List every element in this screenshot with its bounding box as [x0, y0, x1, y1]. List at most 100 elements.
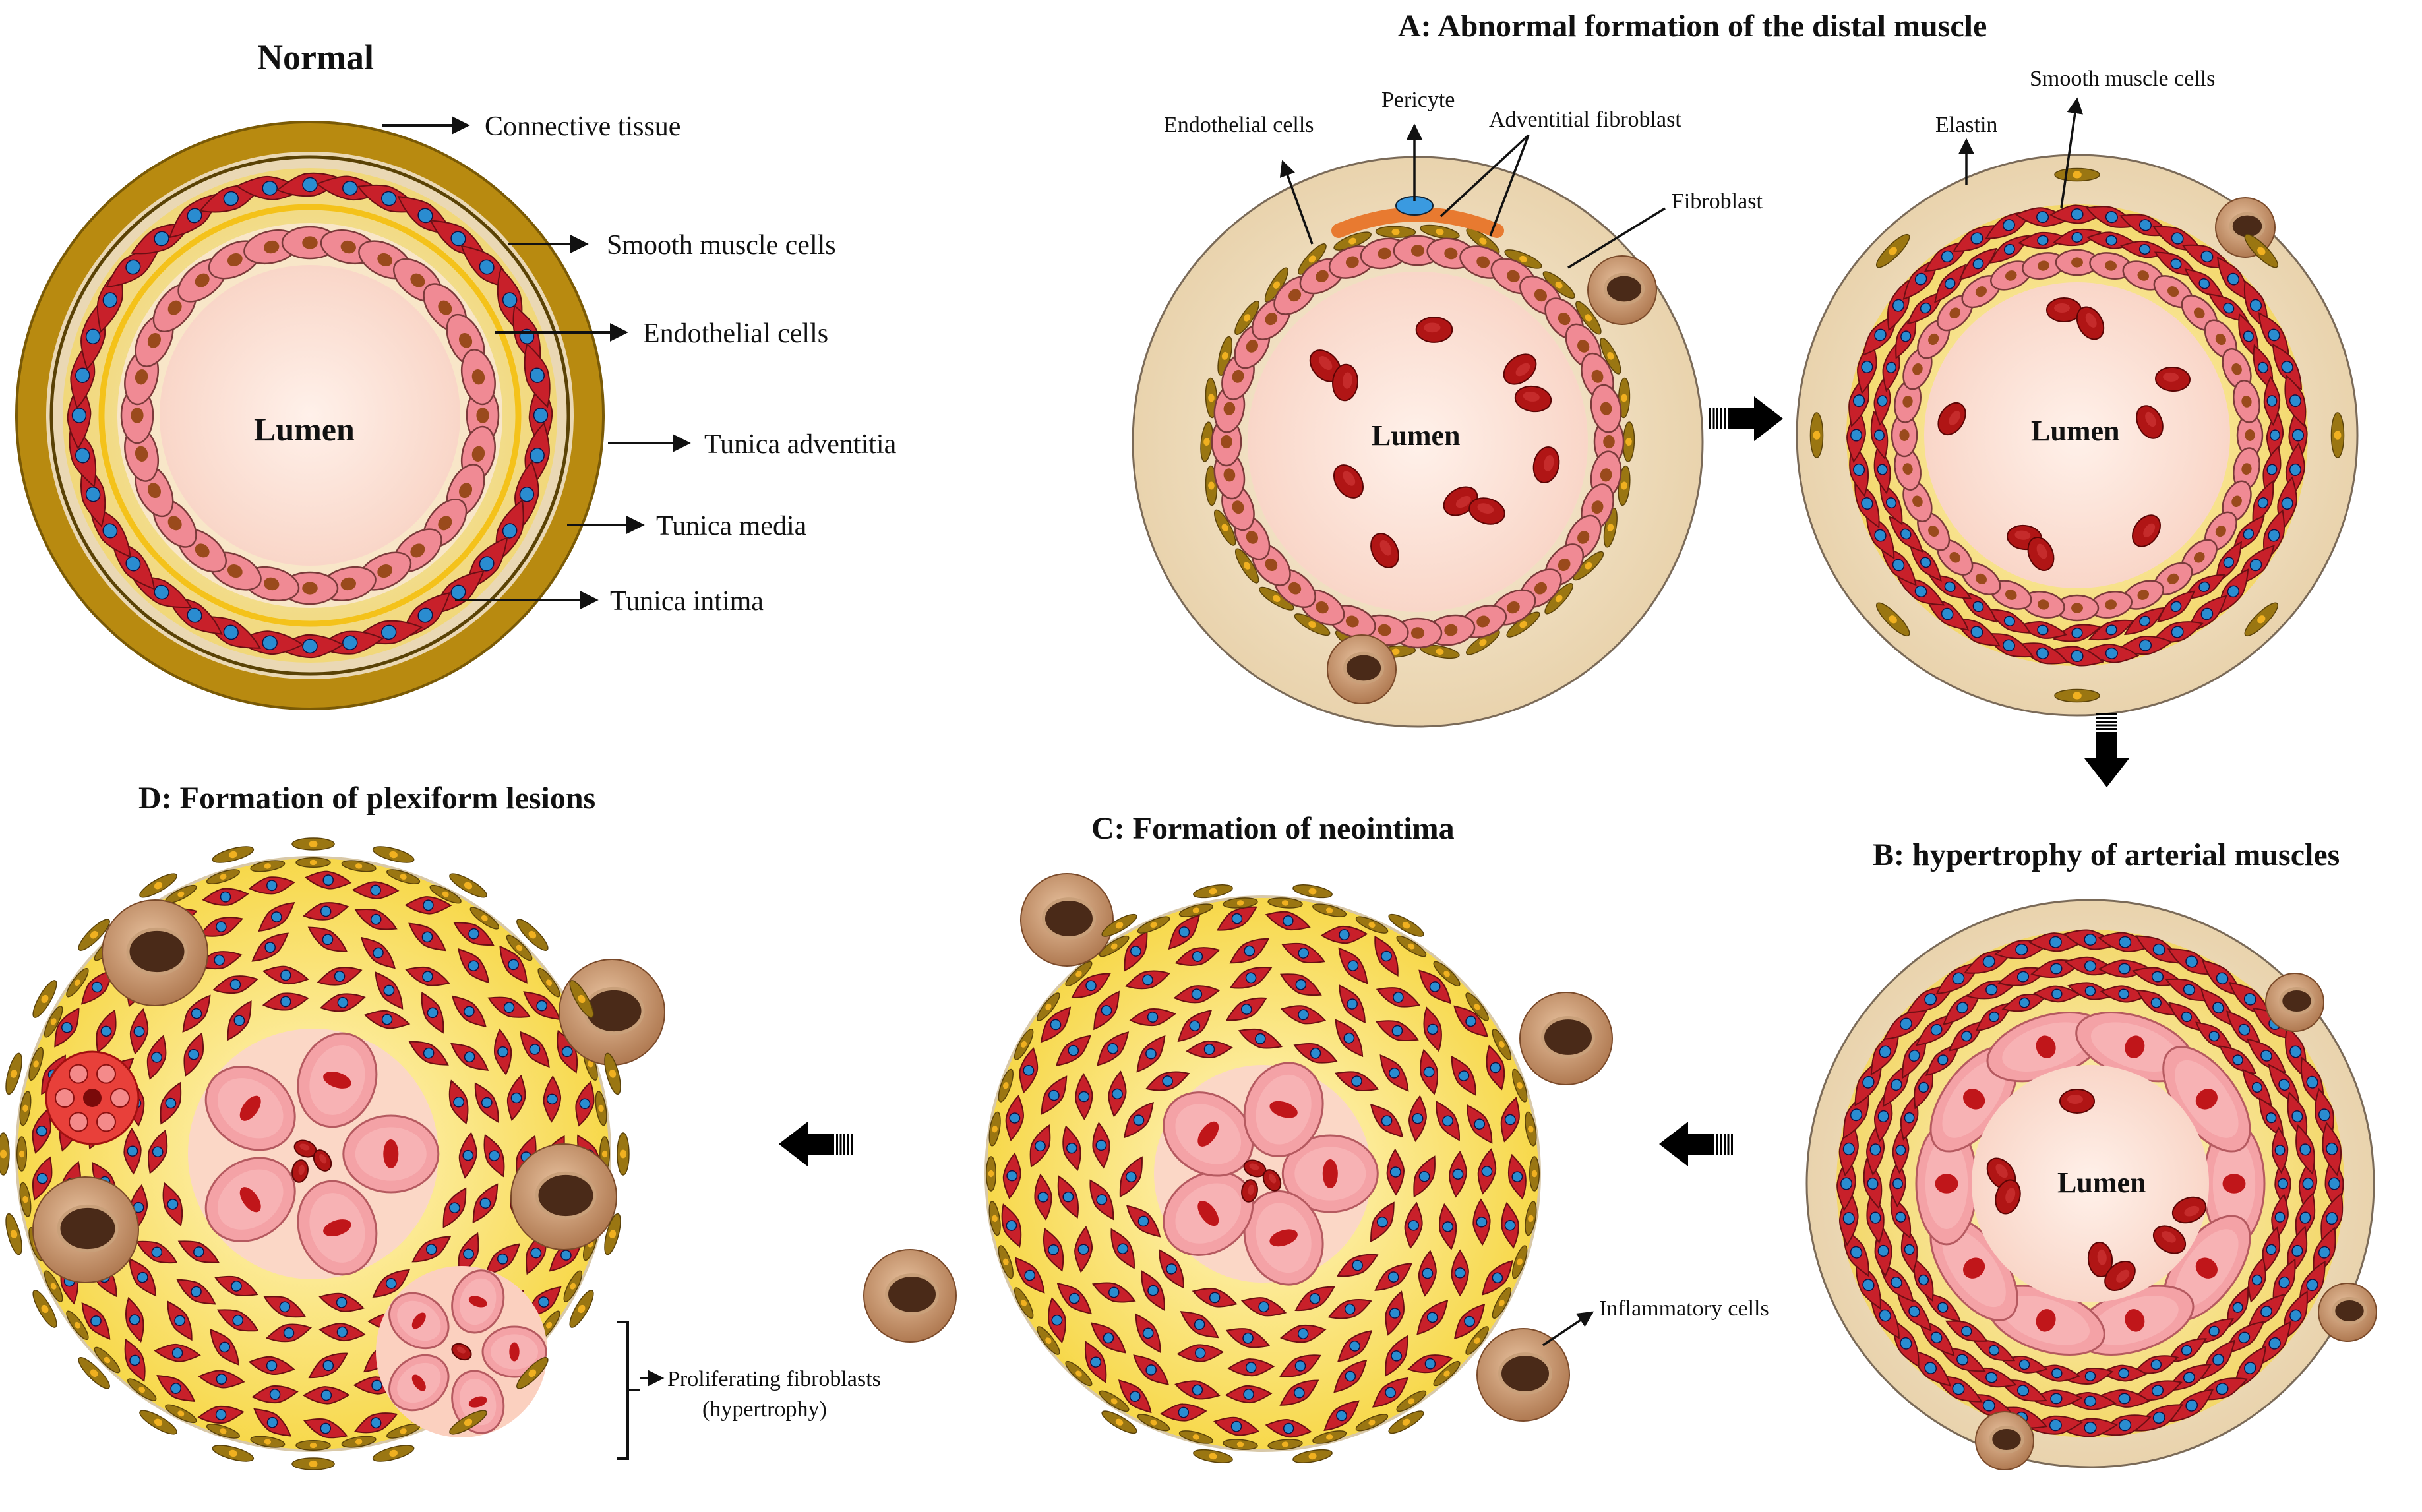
smooth-muscle-cell	[1934, 264, 1966, 303]
smooth-muscle-cell	[351, 881, 400, 899]
smooth-muscle-cell	[2274, 1160, 2291, 1207]
smooth-muscle-cell	[2167, 948, 2216, 975]
fibroblast	[1575, 301, 1602, 335]
smooth-muscle-cell	[1418, 1250, 1437, 1297]
smooth-muscle-cell	[305, 870, 352, 890]
lumen	[1972, 1065, 2209, 1302]
hypertrophic-endothelial-cell	[388, 1292, 450, 1350]
smooth-muscle-cell	[408, 922, 446, 952]
smooth-muscle-cell	[1333, 1359, 1368, 1393]
hypertrophic-endothelial-cell	[342, 1114, 440, 1194]
fibroblast	[5, 1052, 22, 1095]
fibroblast	[165, 1404, 197, 1424]
panel-b-title: B: hypertrophy of arterial muscles	[1873, 837, 2340, 872]
smooth-muscle-cell	[483, 1134, 505, 1178]
smooth-muscle-cell	[1374, 1263, 1413, 1291]
smooth-muscle-cell	[1090, 1322, 1126, 1354]
endothelial-cell	[2233, 380, 2260, 423]
smooth-muscle-cell	[1336, 1254, 1379, 1277]
smooth-muscle-cell	[123, 1127, 142, 1175]
panel-a-lumen-right: Lumen	[2031, 415, 2119, 447]
smooth-muscle-cell	[1407, 1354, 1453, 1374]
smooth-muscle-cell	[2247, 1038, 2286, 1074]
fibroblast	[32, 1290, 57, 1328]
elastin-lamina	[98, 204, 522, 627]
fibroblast	[1223, 1439, 1258, 1450]
smooth-muscle-cell	[1177, 1010, 1213, 1043]
fibroblast	[1512, 1245, 1528, 1279]
fibroblast	[1037, 1326, 1060, 1355]
smooth-muscle-cell	[1265, 911, 1311, 931]
arrow-a-left-to-right	[1709, 396, 1783, 441]
fibroblast	[1214, 509, 1236, 546]
hypertrophic-endothelial-cell	[1986, 1011, 2105, 1083]
smooth-muscle-cell	[1436, 1100, 1460, 1141]
smooth-muscle-cell	[1863, 1158, 1883, 1209]
inflammatory-cell	[1975, 1411, 2034, 1470]
fibroblast	[1465, 992, 1489, 1021]
smooth-muscle-cell	[1438, 1203, 1457, 1250]
smooth-muscle-cell	[1320, 925, 1368, 944]
smooth-muscle-cell	[1887, 279, 1910, 332]
fibroblast	[1600, 337, 1621, 375]
fibroblast	[78, 919, 110, 951]
smooth-muscle-cell	[1014, 1257, 1045, 1294]
hypertrophic-endothelial-cell	[1243, 1062, 1324, 1157]
red-blood-cell	[1332, 363, 1358, 402]
fibroblast	[1267, 897, 1303, 909]
smooth-muscle-cell	[2219, 1045, 2257, 1075]
smooth-muscle-cell	[1420, 1048, 1439, 1095]
fibroblast	[1292, 1449, 1333, 1463]
smooth-muscle-cell	[1168, 914, 1201, 950]
smooth-muscle-cell	[212, 975, 258, 994]
smooth-muscle-cell	[266, 1323, 312, 1343]
red-blood-cell	[291, 1159, 309, 1183]
endothelial-cell	[2089, 591, 2133, 619]
smooth-muscle-cell	[2322, 1122, 2342, 1176]
smooth-muscle-cell	[1227, 1358, 1275, 1377]
smooth-muscle-cell	[1097, 1031, 1130, 1066]
smooth-muscle-cell	[1451, 1056, 1476, 1097]
red-blood-cell	[2076, 306, 2105, 340]
inflammatory-cell	[32, 1176, 139, 1283]
smooth-muscle-cell	[216, 1309, 259, 1332]
panel-c-title: C: Formation of neointima	[1091, 811, 1455, 846]
c-inflammatory-leader	[1542, 1311, 1594, 1346]
fibroblast	[1099, 1390, 1130, 1412]
red-blood-cell	[2087, 1242, 2113, 1277]
panel-a: A: Abnormal formation of the distal musc…	[1164, 9, 2215, 452]
smooth-muscle-cell	[262, 965, 309, 985]
a-fibroblast-leader	[1567, 207, 1666, 269]
smooth-muscle-cell	[1034, 1173, 1052, 1221]
fibroblast	[19, 1182, 32, 1217]
hypertrophic-endothelial-cell	[1163, 1091, 1254, 1177]
smooth-muscle-cell	[2169, 1389, 2214, 1422]
fibroblast	[988, 1111, 1001, 1147]
fibroblast	[44, 1270, 63, 1302]
smooth-muscle-cell	[543, 1075, 562, 1123]
smooth-muscle-cell	[375, 971, 404, 1010]
smooth-muscle-cell	[2200, 1339, 2236, 1380]
fibroblast	[449, 1410, 487, 1435]
fibroblast	[32, 980, 57, 1018]
smooth-muscle-cell	[177, 1240, 220, 1263]
fibroblast	[66, 1310, 89, 1341]
smooth-muscle-cell	[1902, 1032, 1927, 1079]
red-blood-cell	[1503, 353, 1537, 385]
smooth-muscle-cell	[1408, 1095, 1427, 1142]
smooth-muscle-cell	[1857, 340, 1877, 394]
smooth-muscle-cell	[575, 1081, 595, 1127]
fibroblast	[1294, 613, 1331, 636]
smooth-muscle-cell	[1945, 1320, 1988, 1342]
smooth-muscle-cell	[1889, 516, 1923, 553]
arrow-c-to-d	[779, 1122, 853, 1166]
smooth-muscle-cell	[1323, 1400, 1360, 1432]
smooth-muscle-cell	[458, 1132, 477, 1179]
smooth-muscle-cell	[1225, 1385, 1273, 1404]
a-endothelial-leader	[1279, 160, 1314, 245]
red-blood-cell	[2104, 1261, 2136, 1291]
panel-c: C: Formation of neointima Inflammatory c…	[1091, 811, 1769, 1346]
red-blood-cell	[1937, 402, 1966, 436]
smooth-muscle-cell	[154, 1343, 201, 1362]
smooth-muscle-cell	[1238, 1028, 1283, 1049]
